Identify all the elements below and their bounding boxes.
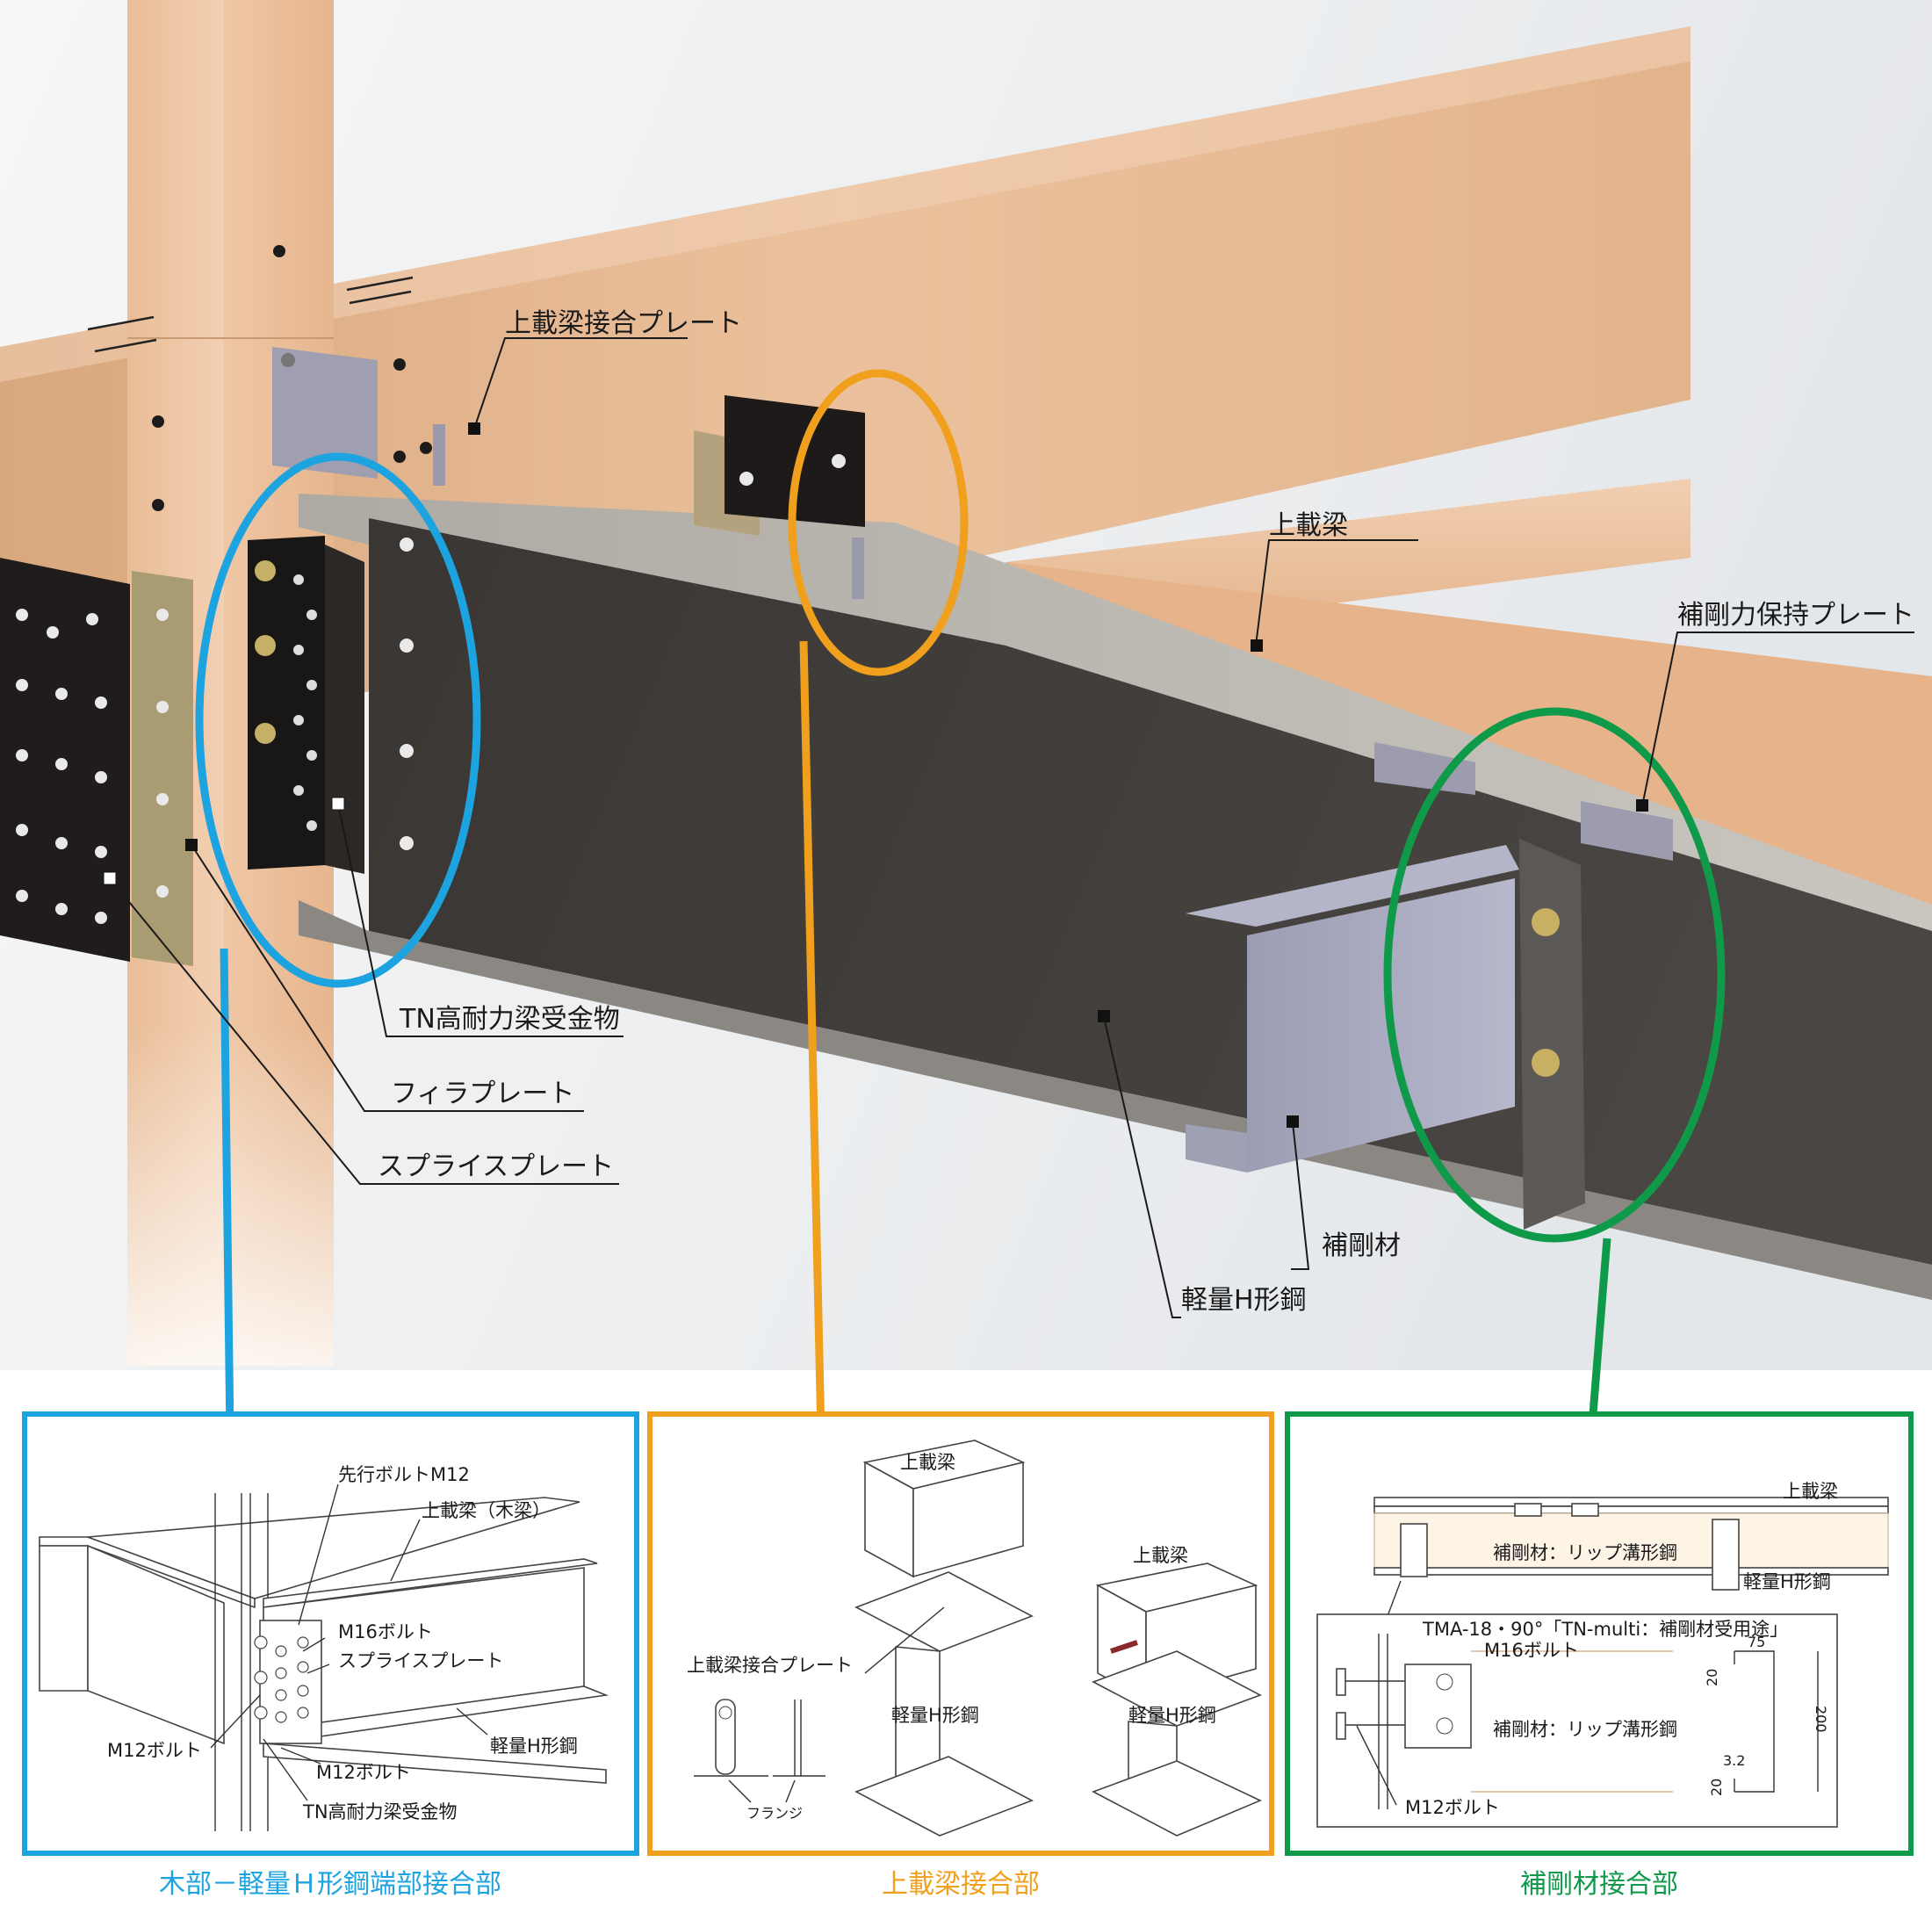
d2-beam-b: 上載梁 [1133, 1545, 1188, 1566]
label-upper-beam: 上載梁 [1269, 510, 1348, 541]
illustration-3d [0, 0, 1932, 1366]
caption-stiffener-joint: 補剛材接合部 [1520, 1869, 1678, 1900]
tn-receiver [248, 536, 325, 870]
d1-m12-bottom: M12ボルト [316, 1762, 411, 1783]
d3-m12-bolt: M12ボルト [1405, 1797, 1500, 1818]
d1-m16-bolt: M16ボルト [338, 1621, 433, 1642]
green-highlight-ellipse [1383, 707, 1726, 1243]
d3-beam: 上載梁 [1783, 1481, 1838, 1502]
label-beam-joint-plate: 上載梁接合プレート [505, 308, 742, 339]
receiver-top-plate [272, 347, 378, 479]
d3-dim-20a: 20 [1704, 1669, 1720, 1686]
stiffener-top [1186, 845, 1519, 927]
caption-end-joint: 木部－軽量Ｈ形鋼端部接合部 [159, 1869, 501, 1900]
d3-dim-3-2: 3.2 [1723, 1752, 1745, 1769]
caption-beam-joint: 上載梁接合部 [882, 1869, 1040, 1900]
beam-plate-b [724, 395, 865, 527]
d3-m16-bolt: M16ボルト [1484, 1640, 1579, 1661]
hold-plate-a [1374, 742, 1475, 795]
d3-dim-20b: 20 [1708, 1779, 1725, 1796]
d2-h-steel-a: 軽量H形鋼 [891, 1705, 979, 1726]
stiffener-end-plate [1519, 839, 1585, 1230]
orange-highlight-ellipse [788, 369, 969, 676]
orange-arrow [799, 640, 825, 1437]
blue-highlight-ellipse [195, 452, 481, 988]
column-holes [152, 245, 432, 511]
detail3-drawing [1316, 1497, 1889, 1828]
d3-stiffener-top: 補剛材：リップ溝形鋼 [1493, 1542, 1677, 1563]
d3-h-steel: 軽量H形鋼 [1743, 1571, 1831, 1592]
d1-lead-bolt: 先行ボルトM12 [338, 1464, 470, 1485]
d1-m12-left: M12ボルト [107, 1740, 202, 1761]
d3-dim-200: 200 [1813, 1706, 1829, 1733]
d1-h-steel: 軽量H形鋼 [490, 1736, 578, 1757]
d3-dim-75: 75 [1748, 1634, 1765, 1650]
label-splice-plate: スプライスプレート [378, 1151, 614, 1182]
d1-splice-plate: スプライスプレート [338, 1650, 503, 1671]
green-arrow [1587, 1238, 1611, 1437]
d2-joint-plate: 上載梁接合プレート [687, 1655, 853, 1676]
label-hold-plate: 補剛力保持プレート [1677, 600, 1914, 631]
filler-plate [132, 571, 193, 966]
d2-beam-a: 上載梁 [900, 1452, 955, 1473]
d1-tn-receiver: TN高耐力梁受金物 [302, 1801, 458, 1822]
d3-stiffener-mid: 補剛材：リップ溝形鋼 [1493, 1719, 1677, 1740]
d2-flange: フランジ [746, 1805, 803, 1822]
label-filler-plate: フィラプレート [391, 1079, 574, 1109]
label-tn-receiver: TN高耐力梁受金物 [399, 1004, 620, 1035]
detail1-drawing [39, 1483, 609, 1831]
d2-h-steel-b: 軽量H形鋼 [1128, 1705, 1216, 1726]
hold-plate-b [1581, 801, 1673, 861]
d1-wood-beam: 上載梁（木梁） [422, 1500, 551, 1521]
detail2-drawing [694, 1440, 1262, 1837]
stiffener-web [1247, 878, 1515, 1173]
blue-arrow [220, 948, 234, 1437]
label-h-steel: 軽量H形鋼 [1181, 1285, 1307, 1316]
top-leaders [103, 337, 1914, 1318]
label-stiffener: 補剛材 [1322, 1231, 1401, 1261]
d3-tma-label: TMA-18・90°「TN-multi：補剛材受用途」 [1422, 1619, 1788, 1640]
